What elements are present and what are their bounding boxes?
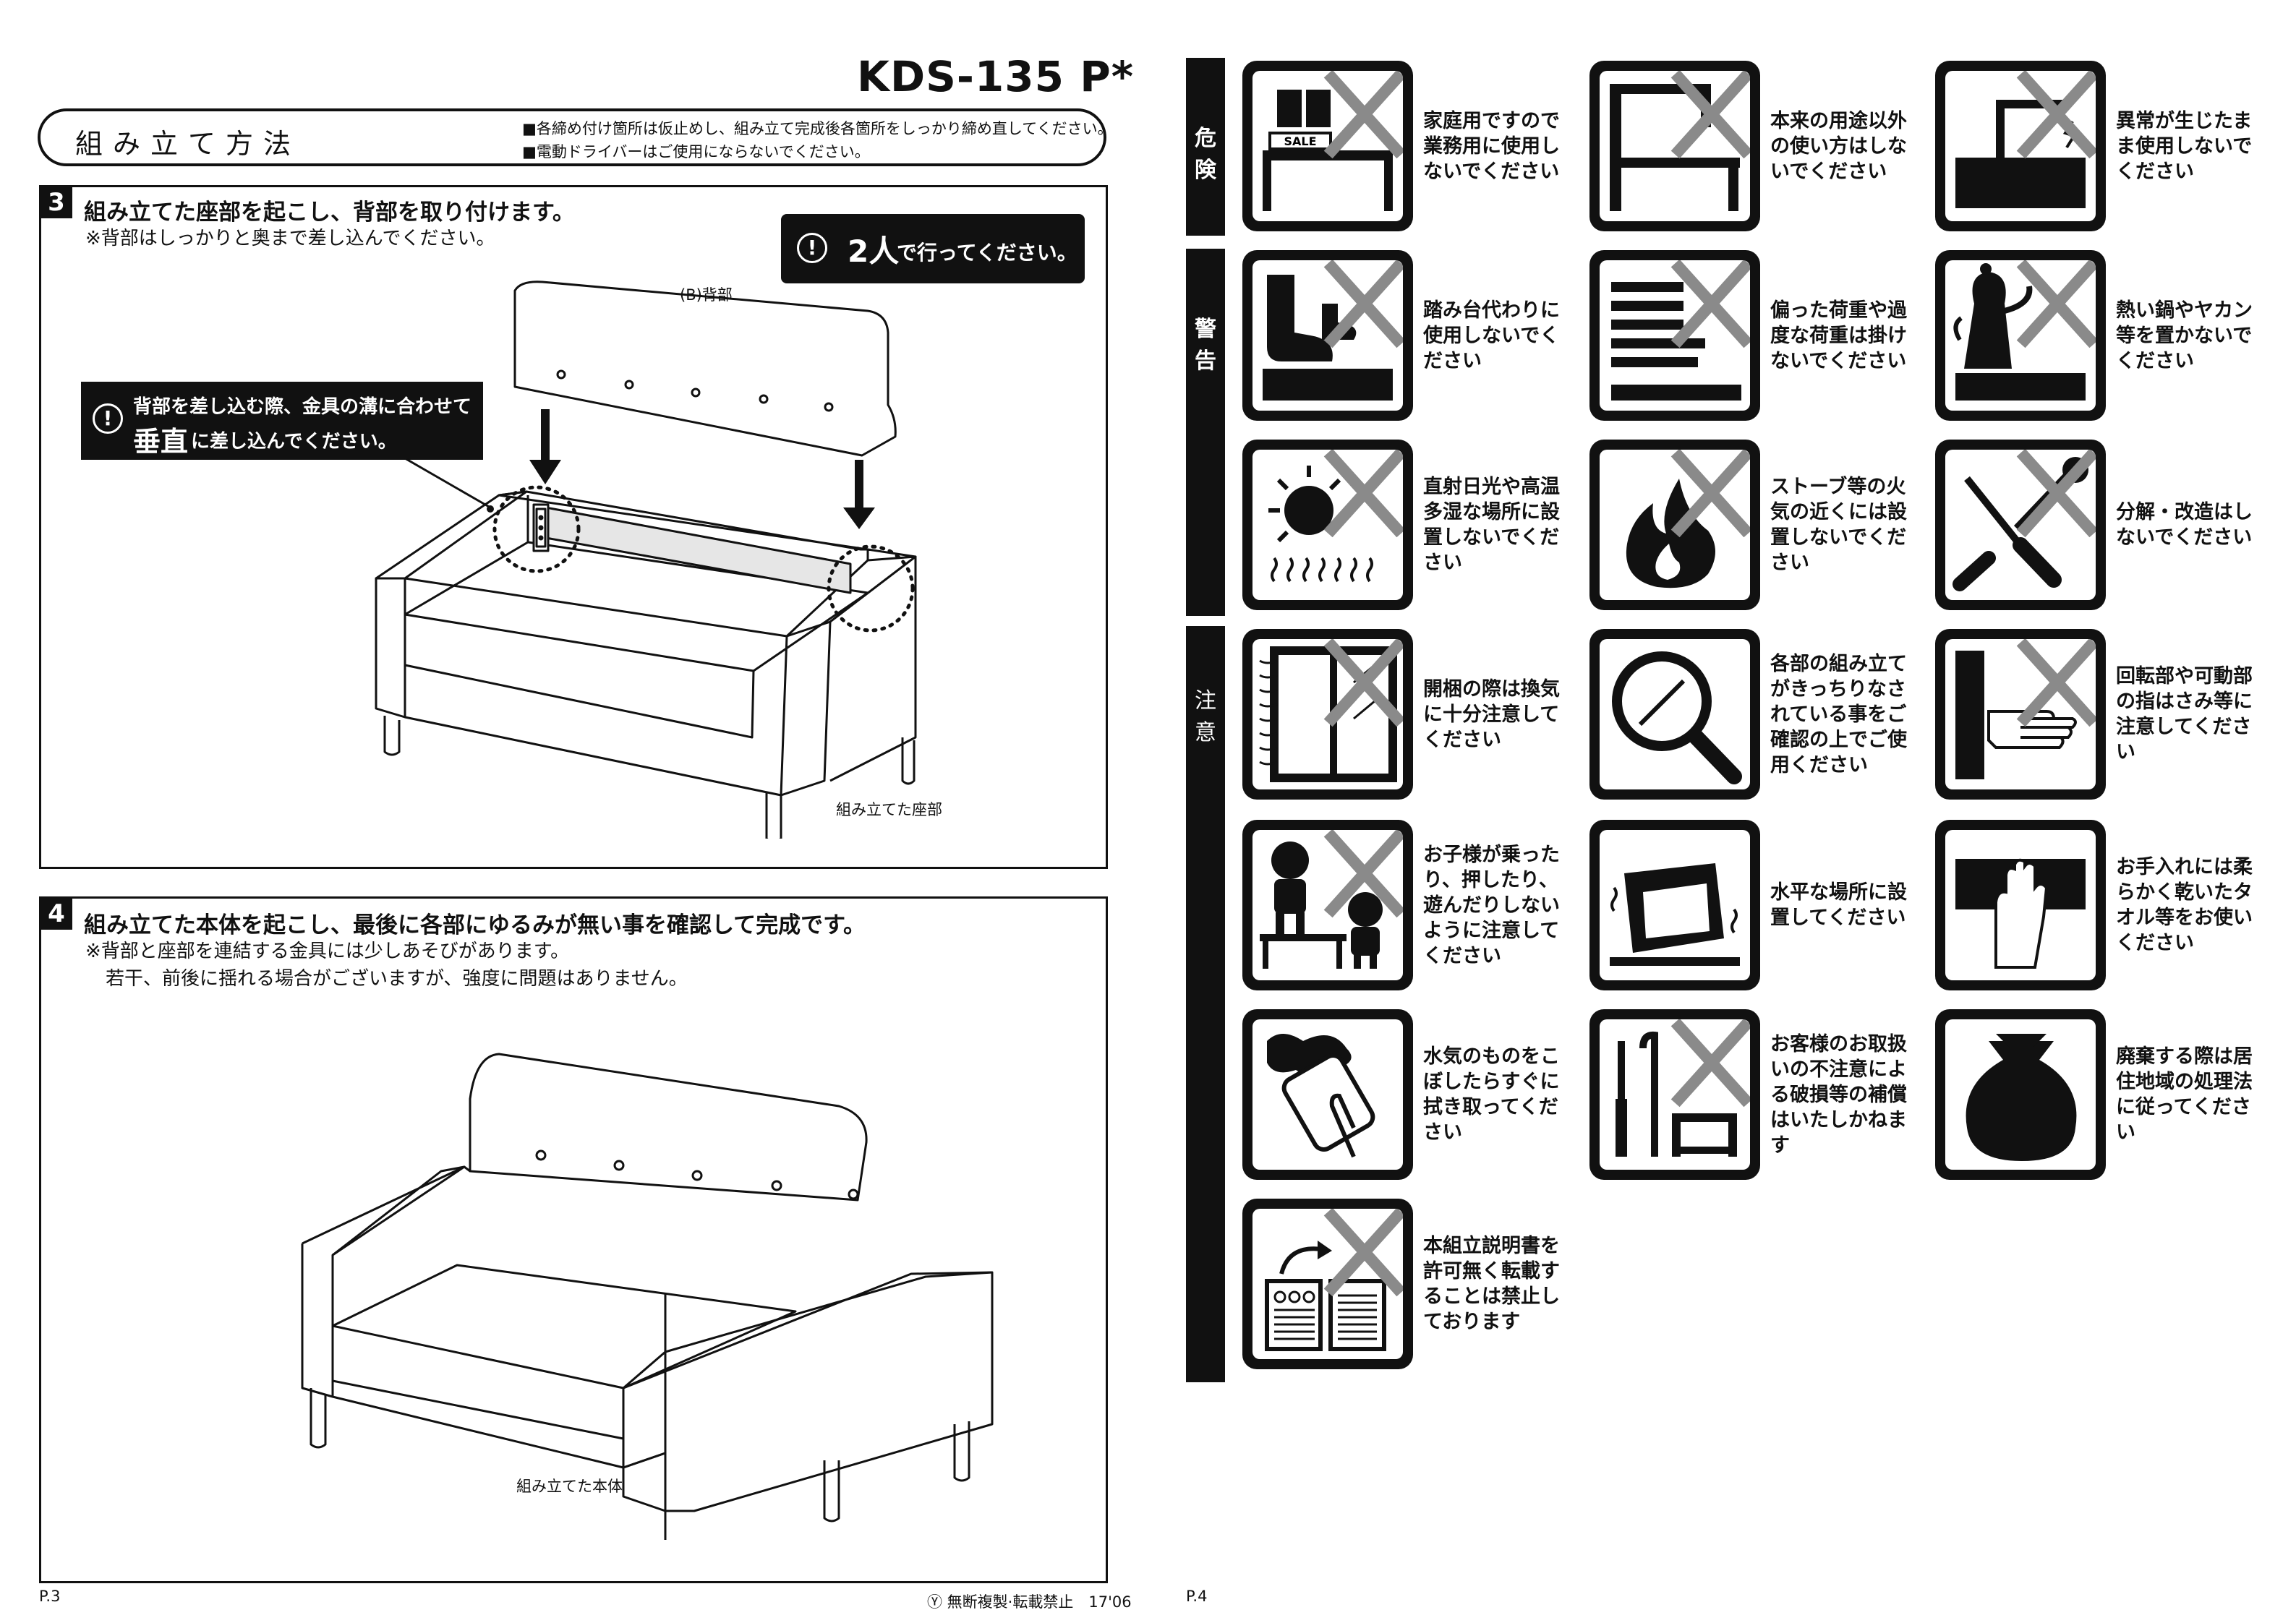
two-people-small: で行ってください。	[897, 241, 1077, 265]
hot-kettle-icon	[1935, 250, 2106, 421]
pictogram-caption: 直射日光や高温多湿な場所に設置しないでください	[1423, 476, 1560, 574]
pictogram-caption: 回転部や可動部の指はさみ等に注意してください	[2116, 665, 2253, 763]
two-people-banner: ! 2人 で行ってください。	[781, 214, 1085, 283]
step3-number: 3	[40, 187, 72, 218]
sale-shelf-icon: SALE	[1242, 61, 1413, 231]
pictogram-caption: お客様のお取扱いの不注意による破損等の補償はいたしかねます	[1770, 1032, 1907, 1157]
disposal-bag-icon	[1935, 1009, 2106, 1180]
category-danger: 危 険	[1186, 58, 1225, 236]
header-note-2: ■電動ドライバーはご使用にならないでください。	[522, 143, 870, 160]
window-ventilation-icon	[1242, 629, 1413, 800]
misuse-frame-icon	[1589, 61, 1760, 231]
page-number-left: P.3	[39, 1588, 61, 1605]
children-play-icon	[1242, 820, 1413, 990]
step4-number: 4	[40, 898, 72, 930]
heavy-load-icon	[1589, 250, 1760, 421]
hand-pinch-icon	[1935, 629, 2106, 800]
category-warning: 警 告	[1186, 249, 1225, 616]
tools-damage-icon	[1589, 1009, 1760, 1180]
pictogram-caption: 開梱の際は換気に十分注意してください	[1423, 677, 1560, 751]
pictogram-caption: 水平な場所に設置してください	[1770, 881, 1907, 929]
category-caution: 注 意	[1186, 626, 1225, 1382]
pictogram-caption: ストーブ等の火気の近くには設置しないでください	[1770, 476, 1907, 574]
header-notes: ■各締め付け箇所は仮止めし、組み立て完成後各箇所をしっかり締め直してください。 …	[522, 117, 1113, 163]
pictogram-caption: 家庭用ですので業務用に使用しないでください	[1423, 109, 1560, 183]
header-note-1: ■各締め付け箇所は仮止めし、組み立て完成後各箇所をしっかり締め直してください。	[522, 120, 1113, 137]
header-banner	[38, 108, 1106, 166]
pictogram-caption: 偏った荷重や過度な荷重は掛けないでください	[1770, 299, 1907, 372]
pictogram-caption: 廃棄する際は居住地域の処理法に従ってください	[2116, 1045, 2253, 1144]
section-title: 組み立て方法	[75, 128, 302, 160]
abnormal-crack-icon	[1935, 61, 2106, 231]
step4-panel	[39, 896, 1108, 1583]
disassemble-tools-icon	[1935, 440, 2106, 610]
pictogram-caption: 異常が生じたまま使用しないでください	[2116, 109, 2253, 183]
pictogram-caption: お子様が乗ったり、押したり、遊んだりしないように注意してください	[1423, 843, 1560, 967]
label-assembled-seat: 組み立てた座部	[836, 801, 942, 818]
sun-humidity-icon	[1242, 440, 1413, 610]
copy-prohibited-icon	[1242, 1199, 1413, 1369]
warning-line-1: 背部を差し込む際、金具の溝に合わせて	[133, 396, 472, 418]
svg-text:SALE: SALE	[1284, 134, 1316, 148]
insert-warning-box: ! 背部を差し込む際、金具の溝に合わせて 垂直 に差し込んでください。	[81, 382, 483, 460]
step3-note: ※背部はしっかりと奥まで差し込んでください。	[85, 228, 495, 249]
warning-emphasis: 垂直	[133, 426, 189, 458]
page-number-right: P.4	[1186, 1588, 1208, 1605]
two-people-big: 2人	[848, 234, 900, 269]
step4-note-2: 若干、前後に揺れる場合がございますが、強度に問題はありません。	[106, 968, 688, 990]
pictogram-caption: 各部の組み立てがきっちりなされている事をご確認の上でご使用ください	[1770, 652, 1907, 776]
step3-panel	[39, 185, 1108, 869]
soft-cloth-icon	[1935, 820, 2106, 990]
warning-line-2: に差し込んでください。	[191, 431, 397, 453]
exclamation-icon: !	[797, 233, 827, 263]
magnifier-icon	[1589, 629, 1760, 800]
finished-sofa-illustration	[301, 1053, 994, 1540]
level-floor-icon	[1589, 820, 1760, 990]
step4-title: 組み立てた本体を起こし、最後に各部にゆるみが無い事を確認して完成です。	[84, 912, 866, 938]
sofa-assembly-illustration	[375, 281, 917, 839]
pictogram-caption: 水気のものをこぼしたらすぐに拭き取ってください	[1423, 1045, 1560, 1144]
pictogram-caption: 本組立説明書を許可無く転載することは禁止しております	[1423, 1235, 1560, 1333]
pictogram-caption: 踏み台代わりに使用しないでください	[1423, 299, 1560, 372]
copyright-notice: Ⓨ 無断複製·転載禁止 17'06	[927, 1593, 1132, 1611]
fire-icon	[1589, 440, 1760, 610]
pictogram-caption: 本来の用途以外の使い方はしないでください	[1770, 109, 1907, 183]
step3-title: 組み立てた座部を起こし、背部を取り付けます。	[84, 200, 575, 226]
wipe-spill-icon	[1242, 1009, 1413, 1180]
step4-note-1: ※背部と座部を連結する金具には少しあそびがあります。	[85, 941, 570, 962]
label-assembled-body: 組み立てた本体	[516, 1478, 623, 1495]
exclamation-icon: !	[93, 403, 123, 434]
pictogram-caption: 熱い鍋やヤカン等を置かないでください	[2116, 299, 2253, 372]
model-number: KDS-135 P*	[857, 52, 1135, 101]
label-backrest: (B)背部	[680, 286, 733, 304]
boot-step-icon	[1242, 250, 1413, 421]
pictogram-caption: お手入れには柔らかく乾いたタオル等をお使いください	[2116, 856, 2253, 954]
pictogram-caption: 分解・改造はしないでください	[2116, 501, 2253, 549]
